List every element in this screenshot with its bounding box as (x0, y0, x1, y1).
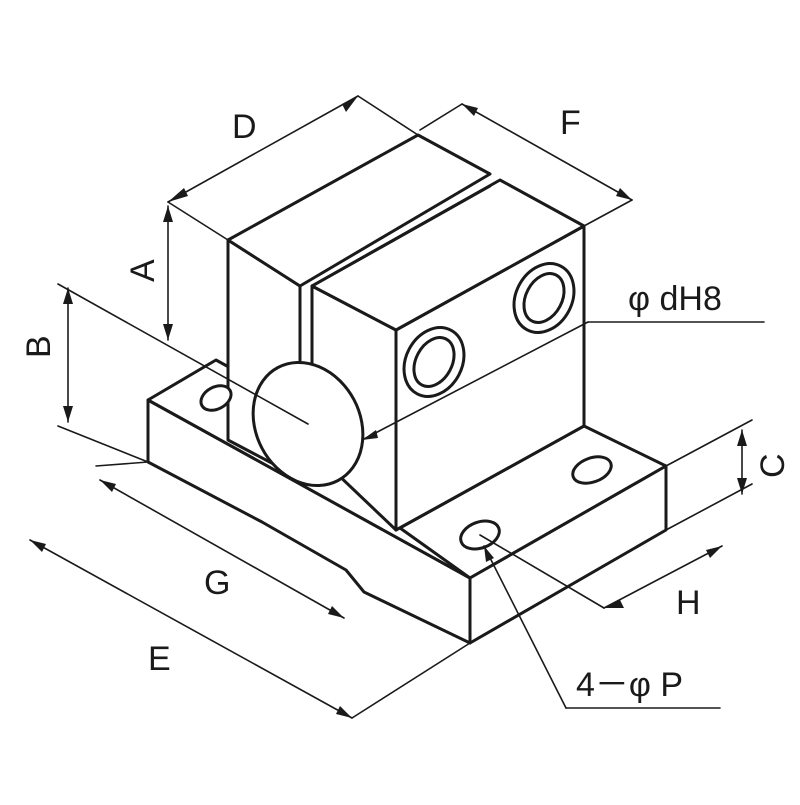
label-bore: φ dH8 (628, 280, 722, 318)
dimension-labels: D F A B C G E H φ dH8 4－φ P (20, 104, 792, 704)
label-G: G (204, 564, 230, 602)
label-E: E (148, 640, 171, 678)
mounting-hole-right (571, 455, 613, 485)
label-H: H (676, 584, 701, 622)
clamp-screw-hole-left (412, 336, 456, 388)
rear-block-top (226, 133, 492, 288)
dimension-lines (29, 95, 765, 719)
label-C: C (754, 453, 792, 478)
dim-H-line (603, 545, 723, 609)
dim-D-line (167, 95, 359, 203)
label-holes: 4－φ P (576, 666, 683, 704)
label-D: D (232, 108, 257, 146)
dim-F-line (461, 103, 633, 201)
label-A: A (124, 259, 162, 282)
dim-G-line (99, 479, 345, 619)
shaft-support-block (146, 133, 668, 645)
label-F: F (560, 104, 581, 142)
clamp-screw-hole-right (522, 272, 566, 324)
dim-E-line (29, 539, 353, 719)
mounting-hole-left (199, 384, 233, 412)
label-B: B (20, 335, 58, 358)
slit-line (298, 184, 492, 302)
